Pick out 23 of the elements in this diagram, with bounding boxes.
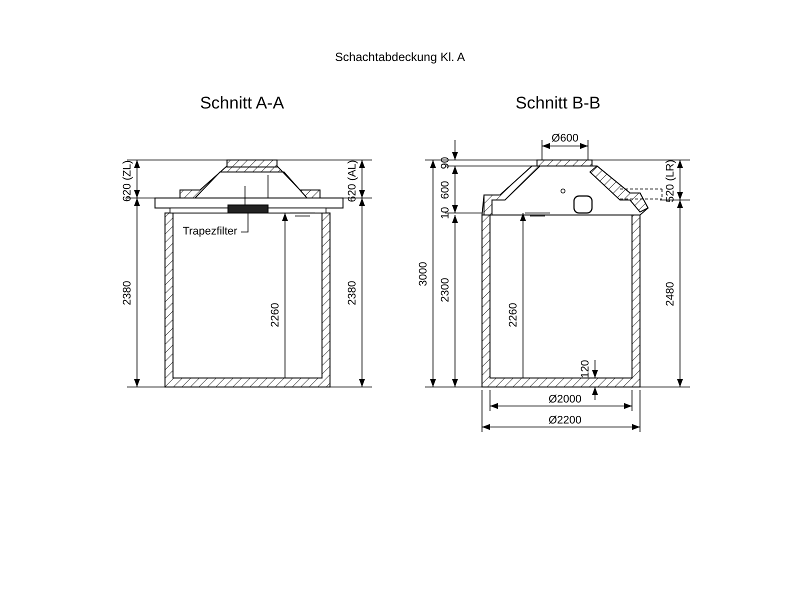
dimension-label: 600: [440, 180, 452, 200]
dimension-label: 620 (ZL): [122, 160, 134, 202]
dimension-label: 90: [440, 156, 452, 170]
dimension-label: 3000: [418, 262, 430, 286]
dimension-label: 2380: [122, 280, 134, 306]
dimension-label: 10: [440, 206, 452, 220]
dimension-label: 2260: [270, 302, 282, 328]
filter-part: [228, 204, 268, 214]
dimension-label: 620 (AL): [348, 160, 358, 202]
dimension-label: 2300: [440, 278, 452, 302]
dimension-label: 2260: [508, 302, 520, 328]
dimension-label: Ø2000: [548, 394, 582, 406]
dimension-label: Ø2200: [548, 416, 582, 426]
dimension-label: 120: [580, 360, 592, 378]
section-title: Schnitt A-A: [200, 94, 284, 112]
part-label: Trapezfilter: [182, 226, 238, 238]
dimension-label: 520 (LR): [666, 160, 676, 202]
dimension-label: 2480: [666, 282, 676, 306]
section-title: Schnitt B-B: [515, 94, 601, 112]
dimension-label: Ø600: [552, 134, 578, 144]
dimension-label: 2380: [348, 280, 358, 306]
drawing-title: Schachtabdeckung Kl. A: [334, 51, 466, 63]
leader-line: [240, 212, 248, 232]
